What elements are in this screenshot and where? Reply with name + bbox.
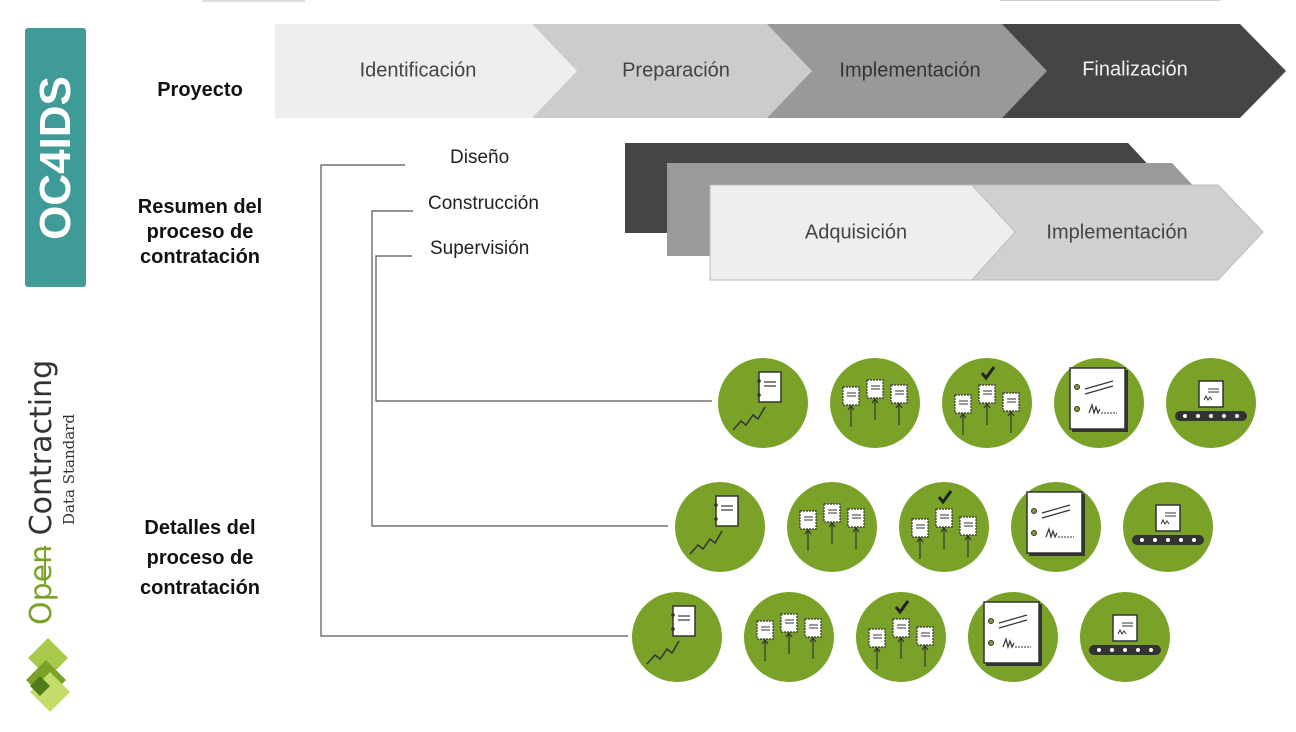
- connector-diseno: [320, 164, 628, 637]
- ocds-title-open: Open: [24, 544, 59, 625]
- row-label-summary: Resumen del proceso de contratación: [120, 195, 280, 270]
- contract-signature-icon: [1010, 481, 1102, 573]
- chevron-phase-implementacion: [767, 24, 1050, 118]
- row-label-project: Proyecto: [157, 79, 243, 101]
- contract-signature-icon: [967, 591, 1059, 683]
- project-phases-chevron-bar: [275, 24, 1286, 118]
- icon-row-construccion: [674, 481, 1214, 573]
- row-label-summary-line: contratación: [139, 246, 261, 268]
- row-label-details-line: Detalles del: [144, 517, 256, 539]
- award-documents-icon: [899, 482, 989, 572]
- contract-signature-icon: [1053, 357, 1145, 449]
- ocds-mark-icon: [26, 638, 70, 712]
- oc4ids-brand-box: OC4IDS: [25, 28, 86, 287]
- connector-supervision: [375, 255, 712, 402]
- contract-phase-label-adquisicion: Adquisición: [804, 221, 908, 244]
- ocds-title-contracting: Contracting: [24, 359, 59, 536]
- row-label-details: Detalles del proceso de contratación: [120, 513, 280, 603]
- chevron-phase-preparacion: [532, 24, 815, 118]
- tender-documents-icon: [787, 482, 877, 572]
- ocds-logo-title: Open Contracting: [24, 360, 59, 625]
- row-label-details-line: contratación: [139, 577, 261, 599]
- phase-label-finalizacion: Finalización: [1082, 58, 1188, 81]
- row-label-details-line: proceso de: [146, 547, 254, 569]
- phase-label-identificacion: Identificación: [359, 59, 477, 82]
- contract-phase-label-implementacion: Implementación: [1046, 221, 1188, 244]
- tender-documents-icon: [830, 358, 920, 448]
- chevron-phase-finalizacion: [1002, 24, 1286, 118]
- phase-label-implementacion: Implementación: [839, 59, 981, 82]
- connector-construccion: [371, 210, 668, 527]
- top-border-fragment: [1000, 0, 1220, 1]
- row-label-summary-line: Resumen del: [137, 196, 263, 218]
- process-type-construccion: Construcción: [428, 193, 539, 214]
- ocds-divider-line: [44, 546, 46, 584]
- top-border-fragment: [202, 0, 305, 2]
- chevron-phase-identificacion: [275, 24, 580, 118]
- process-type-supervision: Supervisión: [430, 238, 530, 259]
- planning-chart-icon: [631, 591, 723, 683]
- award-documents-icon: [942, 358, 1032, 448]
- icon-row-supervision: [717, 357, 1257, 449]
- award-documents-icon: [856, 592, 946, 682]
- contracting-process-chevron-stack: [625, 143, 1264, 281]
- planning-chart-icon: [717, 357, 809, 449]
- chevron-implementacion: [970, 184, 1264, 281]
- row-label-summary-line: proceso de: [146, 221, 254, 243]
- process-type-diseno: Diseño: [450, 147, 510, 168]
- planning-chart-icon: [674, 481, 766, 573]
- implementation-conveyor-icon: [1165, 357, 1257, 449]
- implementation-conveyor-icon: [1079, 591, 1171, 683]
- icon-row-diseno: [631, 591, 1171, 683]
- implementation-conveyor-icon: [1122, 481, 1214, 573]
- tender-documents-icon: [744, 592, 834, 682]
- ocds-logo-subtitle: Data Standard: [60, 414, 78, 525]
- phase-label-preparacion: Preparación: [622, 59, 730, 82]
